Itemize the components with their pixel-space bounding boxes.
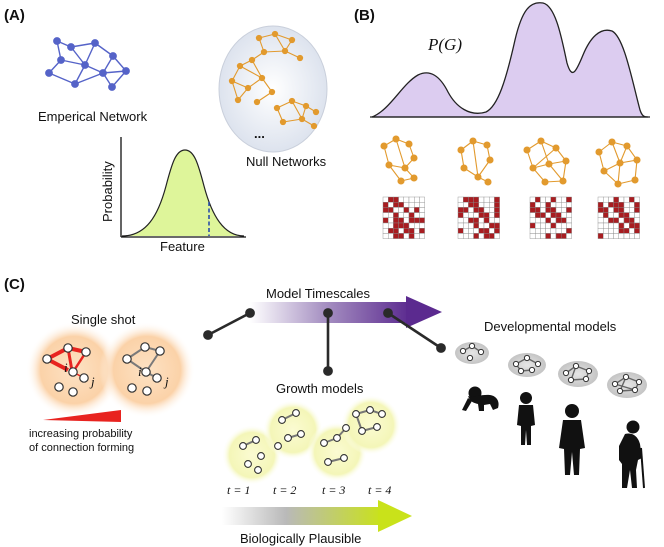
timescale-connectors [203,308,446,376]
single-shot-network-red [42,343,91,397]
probability-wedge [43,410,121,422]
empirical-network-label: Emperical Network [38,109,148,124]
single-shot-network-grey [122,342,165,396]
sample-graphs [380,135,641,188]
elderly-silhouette [619,420,645,489]
time-step-1: t = 1 [227,483,250,497]
empirical-network [45,37,130,91]
growth-glows [222,395,401,485]
child-silhouette [517,392,535,445]
adjacency-matrix [457,196,500,239]
developmental-models-label: Developmental models [484,319,617,334]
probability-caption-line2: of connection forming [29,442,134,454]
x-axis-label: Feature [160,239,205,254]
model-timescales-label: Model Timescales [266,286,371,301]
adjacency-matrix [529,196,572,239]
null-networks-cloud [218,25,328,153]
time-step-4: t = 4 [368,483,391,497]
null-network-cluster [228,30,320,130]
single-shot-label: Single shot [71,312,136,327]
node-i-label-grey: i [138,364,142,379]
null-networks-label: Null Networks [246,154,327,169]
growth-networks [239,406,386,474]
human-silhouettes [462,386,645,489]
time-step-2: t = 2 [273,483,296,497]
growth-models-label: Growth models [276,381,364,396]
adjacency-matrices [382,196,640,239]
y-axis-label: Probability [100,161,115,222]
pg-label: P(G) [427,35,462,54]
adult-silhouette [559,404,585,475]
probability-caption-line1: increasing probability [29,428,133,440]
panel-c-label: (C) [4,276,25,293]
node-j-label-red: j [89,374,95,389]
null-distribution-plot [120,137,246,238]
node-i-label-red: i [64,360,68,375]
node-j-label-grey: j [163,374,169,389]
null-networks-ellipsis: ... [254,126,265,141]
baby-silhouette [462,386,499,411]
graph-probability-curve [370,2,650,118]
panel-a-label: (A) [4,7,25,24]
brain-networks [455,342,647,398]
adjacency-matrix [597,196,640,239]
biologically-plausible-label: Biologically Plausible [240,531,361,546]
biologically-plausible-arrow [222,500,412,532]
adjacency-matrix [382,196,425,239]
panel-b-label: (B) [354,7,375,24]
time-step-3: t = 3 [322,483,345,497]
